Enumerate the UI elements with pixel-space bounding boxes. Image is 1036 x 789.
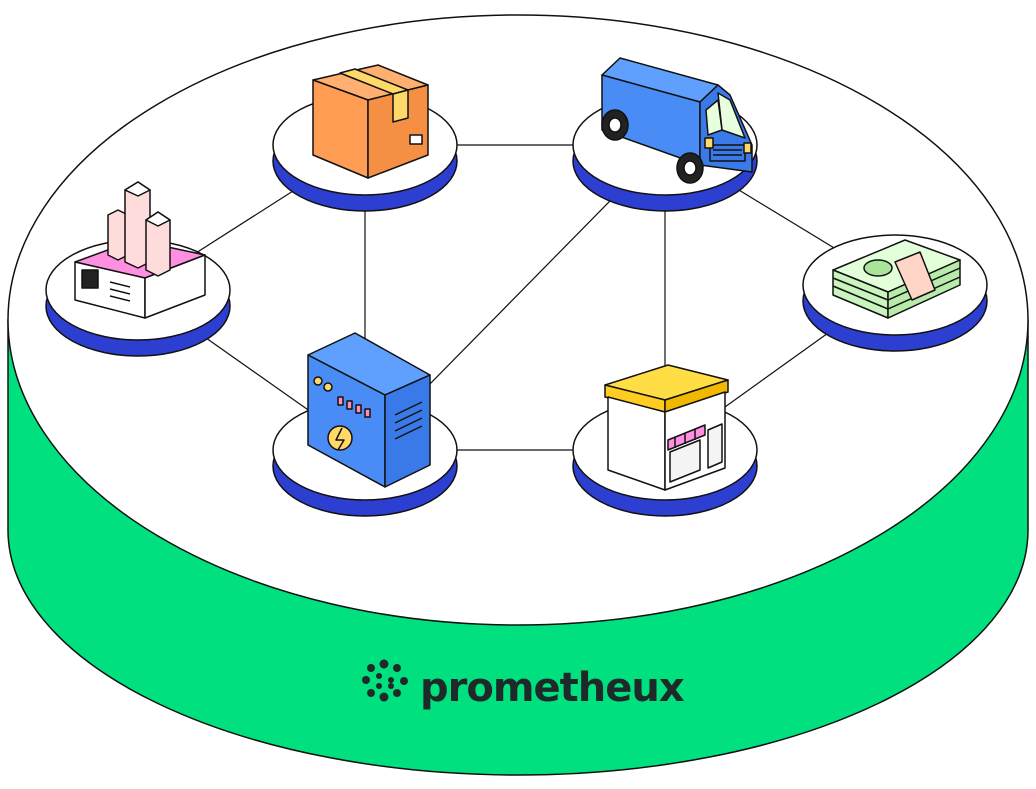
delivery-van-icon	[601, 57, 753, 184]
shop-storefront-icon	[604, 364, 729, 491]
cash-stack-icon	[832, 239, 961, 319]
power-cabinet-icon	[307, 332, 431, 488]
brand-logo: prometheux	[362, 659, 686, 711]
brand-wordmark: prometheux	[420, 665, 685, 711]
dot-cluster-icon	[362, 659, 408, 702]
package-box-icon	[312, 64, 429, 179]
platform-top	[7, 14, 1029, 626]
factory-icon	[74, 181, 206, 319]
platform	[7, 14, 1029, 776]
